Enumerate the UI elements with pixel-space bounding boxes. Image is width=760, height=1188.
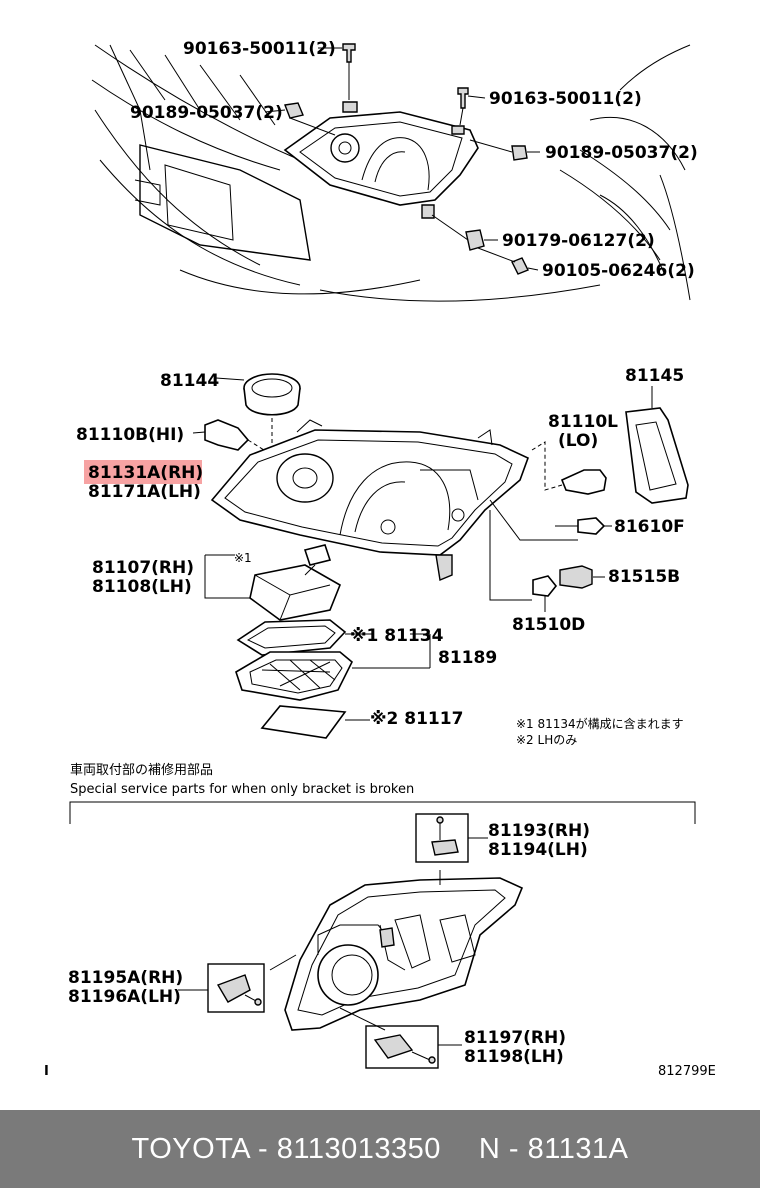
label-mark1: ※1	[234, 551, 252, 565]
label-81108-lh: 81108(LH)	[92, 577, 192, 597]
label-81145: 81145	[625, 366, 684, 386]
note-1: ※1 81134が構成に含まれます	[516, 716, 684, 731]
label-lo: (LO)	[558, 431, 598, 451]
label-81196a-lh: 81196A(LH)	[68, 987, 181, 1007]
label-81194-lh: 81194(LH)	[488, 840, 588, 860]
label-90189-05037-left: 90189-05037(2)	[130, 103, 283, 123]
note-2: ※2 LHのみ	[516, 733, 577, 747]
highlight-81131a	[84, 460, 202, 484]
label-81195a-rh: 81195A(RH)	[68, 968, 183, 988]
headlamp-exploded-drawing	[192, 373, 689, 739]
footer-reference: N - 81131A	[478, 1132, 629, 1165]
label-90163-50011-left: 90163-50011(2)	[183, 39, 336, 59]
label-90105-06246: 90105-06246(2)	[542, 261, 695, 281]
label-90163-50011-right: 90163-50011(2)	[489, 89, 642, 109]
label-81144: 81144	[160, 371, 219, 391]
label-81197-rh: 81197(RH)	[464, 1028, 566, 1048]
label-81110b: 81110B(HI)	[76, 425, 184, 445]
label-81610f: 81610F	[614, 517, 685, 537]
label-81515b: 81515B	[608, 567, 680, 587]
label-81134: ※1 81134	[350, 626, 444, 646]
label-81510d: 81510D	[512, 615, 585, 635]
diagram-id: 812799E	[658, 1064, 716, 1079]
parts-diagram: 90163-50011(2) 90189-05037(2) 90163-5001…	[44, 39, 716, 1079]
label-90179-06127: 90179-06127(2)	[502, 231, 655, 251]
label-81110l: 81110L	[548, 412, 618, 432]
label-90189-05037-right: 90189-05037(2)	[545, 143, 698, 163]
label-81107-rh: 81107(RH)	[92, 558, 194, 578]
label-81171a-lh: 81171A(LH)	[88, 482, 201, 502]
label-81117: ※2 81117	[370, 709, 463, 729]
label-81189: 81189	[438, 648, 497, 668]
section-bracket-line	[69, 801, 696, 824]
footer-bar: TOYOTA - 8113013350 N - 81131A	[0, 1110, 760, 1188]
headlamp-rear-drawing	[178, 813, 524, 1069]
vehicle-front-drawing	[91, 43, 691, 302]
jp-heading: 車両取付部の補修用部品	[70, 763, 213, 778]
corner-mark: I	[44, 1064, 49, 1079]
label-81198-lh: 81198(LH)	[464, 1047, 564, 1067]
label-81131a-rh: 81131A(RH)	[88, 463, 203, 483]
label-81193-rh: 81193(RH)	[488, 821, 590, 841]
en-heading: Special service parts for when only brac…	[70, 782, 414, 797]
footer-brand-part-number: TOYOTA - 8113013350	[131, 1132, 441, 1165]
